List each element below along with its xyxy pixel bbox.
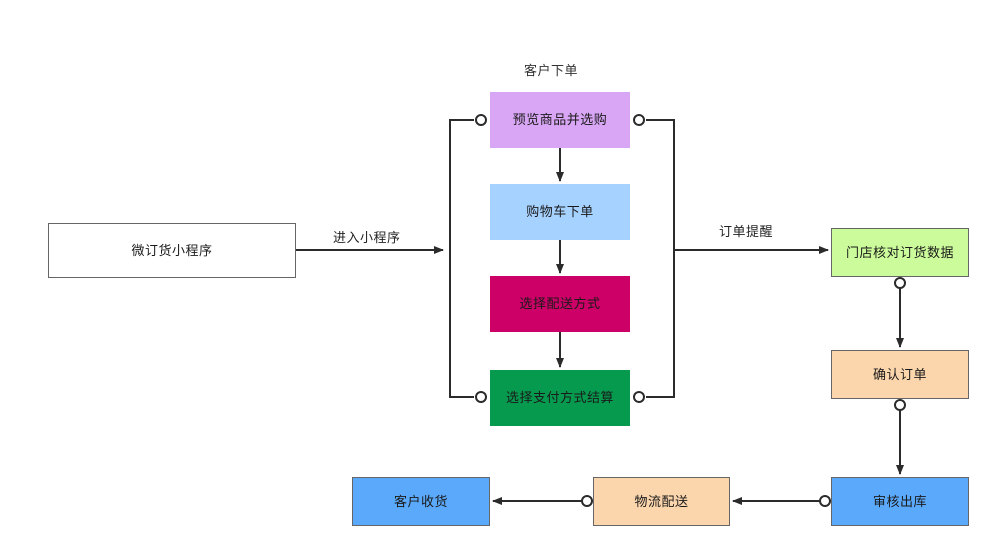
node-cart-order[interactable]: 购物车下单 [490, 184, 630, 240]
node-preview-goods[interactable]: 预览商品并选购 [490, 92, 630, 148]
node-label: 确认订单 [872, 366, 927, 382]
node-label: 预览商品并选购 [512, 112, 608, 128]
node-label: 客户收货 [393, 493, 448, 509]
node-payment-method[interactable]: 选择支付方式结算 [490, 370, 630, 426]
edge-store-check-to-confirm [894, 277, 906, 348]
node-audit-outbound[interactable]: 审核出库 [831, 477, 969, 526]
node-store-check[interactable]: 门店核对订货数据 [831, 228, 969, 277]
edge-audit-to-logistics [732, 495, 831, 507]
group-left-bracket [449, 114, 487, 403]
group-title-customer-order: 客户下单 [524, 63, 579, 78]
node-label: 门店核对订货数据 [845, 244, 954, 260]
group-right-bracket [633, 114, 675, 403]
node-label: 选择支付方式结算 [505, 390, 614, 406]
node-miniprogram[interactable]: 微订货小程序 [48, 223, 296, 278]
node-confirm-order[interactable]: 确认订单 [831, 350, 969, 399]
node-customer-receive[interactable]: 客户收货 [352, 477, 490, 526]
edge-label-enter-miniprogram: 进入小程序 [333, 230, 401, 245]
edge-label-order-reminder: 订单提醒 [719, 224, 774, 239]
node-label: 微订货小程序 [131, 242, 213, 258]
node-delivery-method[interactable]: 选择配送方式 [490, 276, 630, 332]
node-label: 购物车下单 [526, 204, 594, 220]
edge-confirm-to-audit [894, 399, 906, 475]
node-label: 物流配送 [634, 493, 689, 509]
node-logistics[interactable]: 物流配送 [593, 477, 730, 526]
edge-logistics-to-customer [492, 495, 593, 507]
node-label: 选择配送方式 [519, 296, 601, 312]
node-label: 审核出库 [872, 493, 927, 509]
